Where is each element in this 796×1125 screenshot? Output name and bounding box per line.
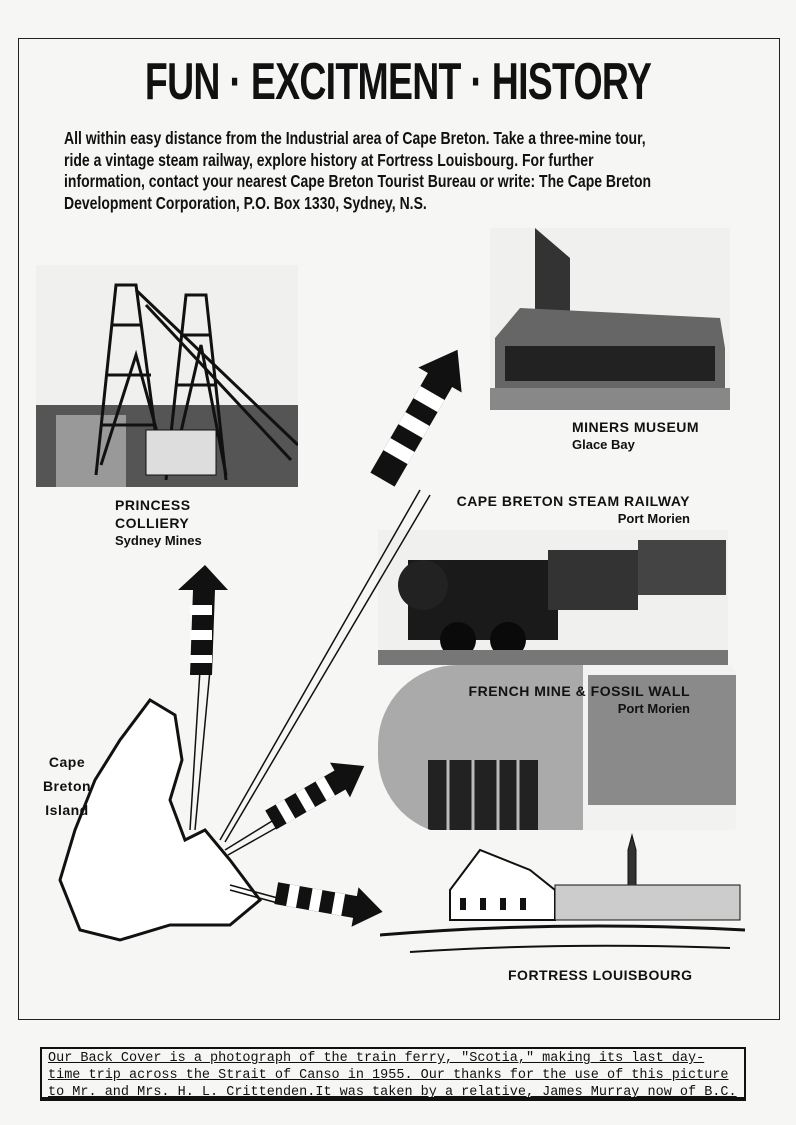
arrow-to-fortress: [274, 882, 383, 927]
miners-museum-photo: [490, 228, 730, 410]
caption-place: Port Morien: [617, 511, 690, 526]
mine-caption: FRENCH MINE & FOSSIL WALL Port Morien: [448, 682, 690, 718]
map-label: Cape Breton Island: [36, 750, 98, 822]
intro-paragraph: All within easy distance from the Indust…: [64, 128, 784, 214]
caption-name: COLLIERY: [115, 515, 190, 531]
intro-line: Development Corporation, P.O. Box 1330, …: [64, 192, 427, 213]
caption-name: FRENCH MINE & FOSSIL WALL: [468, 683, 690, 699]
intro-line: ride a vintage steam railway, explore hi…: [64, 149, 594, 170]
map-label-line: Breton: [42, 778, 92, 794]
caption-place: Sydney Mines: [115, 533, 202, 548]
caption-name: FORTRESS LOUISBOURG: [508, 967, 693, 983]
note-line: Our Back Cover is a photograph of the tr…: [48, 1051, 705, 1066]
colliery-caption: PRINCESS COLLIERY Sydney Mines: [115, 496, 202, 550]
arrow-to-colliery: [178, 565, 228, 675]
page-title: FUN · EXCITMENT · HISTORY: [144, 53, 652, 111]
steam-railway-photo: [378, 530, 728, 665]
caption-name: MINERS MUSEUM: [572, 419, 700, 435]
map-label-line: Island: [45, 802, 89, 818]
page-border: [18, 38, 780, 1020]
caption-place: Port Morien: [617, 701, 690, 716]
arrow-to-mine: [265, 762, 365, 830]
museum-caption: MINERS MUSEUM Glace Bay: [572, 418, 699, 454]
arrow-to-museum: [370, 349, 462, 487]
intro-line: All within easy distance from the Indust…: [64, 128, 646, 148]
note-line: to Mr. and Mrs. H. L. Crittenden.It was …: [48, 1085, 737, 1100]
note-line: time trip across the Strait of Canso in …: [48, 1068, 729, 1083]
caption-name: CAPE BRETON STEAM RAILWAY: [456, 493, 690, 509]
railway-caption: CAPE BRETON STEAM RAILWAY Port Morien: [440, 492, 690, 528]
fortress-caption: FORTRESS LOUISBOURG: [508, 966, 693, 984]
fortress-louisbourg-photo: [380, 830, 745, 962]
map-label-line: Cape: [48, 754, 86, 770]
colliery-photo: [36, 265, 298, 487]
intro-line: information, contact your nearest Cape B…: [64, 171, 652, 191]
cape-breton-map-icon: [58, 698, 263, 942]
back-cover-note: Our Back Cover is a photograph of the tr…: [40, 1047, 746, 1100]
caption-place: Glace Bay: [572, 437, 635, 452]
caption-name: PRINCESS: [115, 497, 191, 513]
french-mine-photo: [378, 665, 736, 835]
